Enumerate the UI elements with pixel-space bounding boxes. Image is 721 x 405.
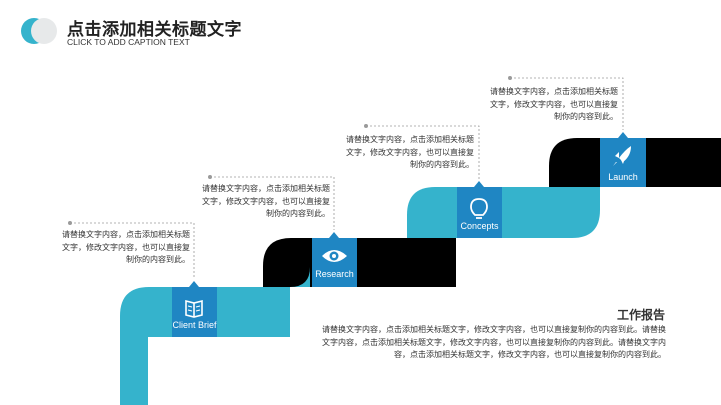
- step-label-launch: Launch: [608, 172, 638, 182]
- report-title: 工作报告: [616, 308, 665, 322]
- logo-icon: [21, 18, 57, 44]
- step-band-research: [263, 238, 456, 287]
- leader-line-concepts: [366, 125, 480, 180]
- step-band-client-brief: [120, 287, 290, 405]
- step-band-concepts: [407, 187, 600, 238]
- step-box-research: [312, 238, 357, 287]
- step-label-concepts: Concepts: [460, 221, 499, 231]
- page-subtitle: CLICK TO ADD CAPTION TEXT: [67, 37, 190, 47]
- eye-icon: [322, 250, 347, 262]
- step-description-client-brief: 请替换文字内容，点击添加相关标题文字，修改文字内容，也可以直接复制你的内容到此。: [62, 230, 190, 264]
- leader-line-launch: [510, 77, 624, 130]
- book-icon: [185, 299, 203, 318]
- rocket-icon: [613, 146, 631, 166]
- step-label-research: Research: [315, 269, 354, 279]
- report-body: 请替换文字内容，点击添加相关标题文字，修改文字内容，也可以直接复制你的内容到此。…: [322, 325, 666, 359]
- leader-line-research: [210, 176, 335, 230]
- step-description-concepts: 请替换文字内容，点击添加相关标题文字，修改文字内容，也可以直接复制你的内容到此。: [346, 135, 474, 169]
- step-description-launch: 请替换文字内容，点击添加相关标题文字，修改文字内容，也可以直接复制你的内容到此。: [490, 87, 618, 121]
- step-box-concepts: [457, 187, 502, 238]
- step-label-client-brief: Client Brief: [172, 320, 217, 330]
- page-title: 点击添加相关标题文字: [67, 20, 242, 40]
- lightbulb-icon: [470, 198, 488, 219]
- step-turn-research: [263, 267, 310, 287]
- leader-line-client-brief: [70, 222, 195, 278]
- step-description-research: 请替换文字内容，点击添加相关标题文字，修改文字内容，也可以直接复制你的内容到此。: [202, 184, 330, 218]
